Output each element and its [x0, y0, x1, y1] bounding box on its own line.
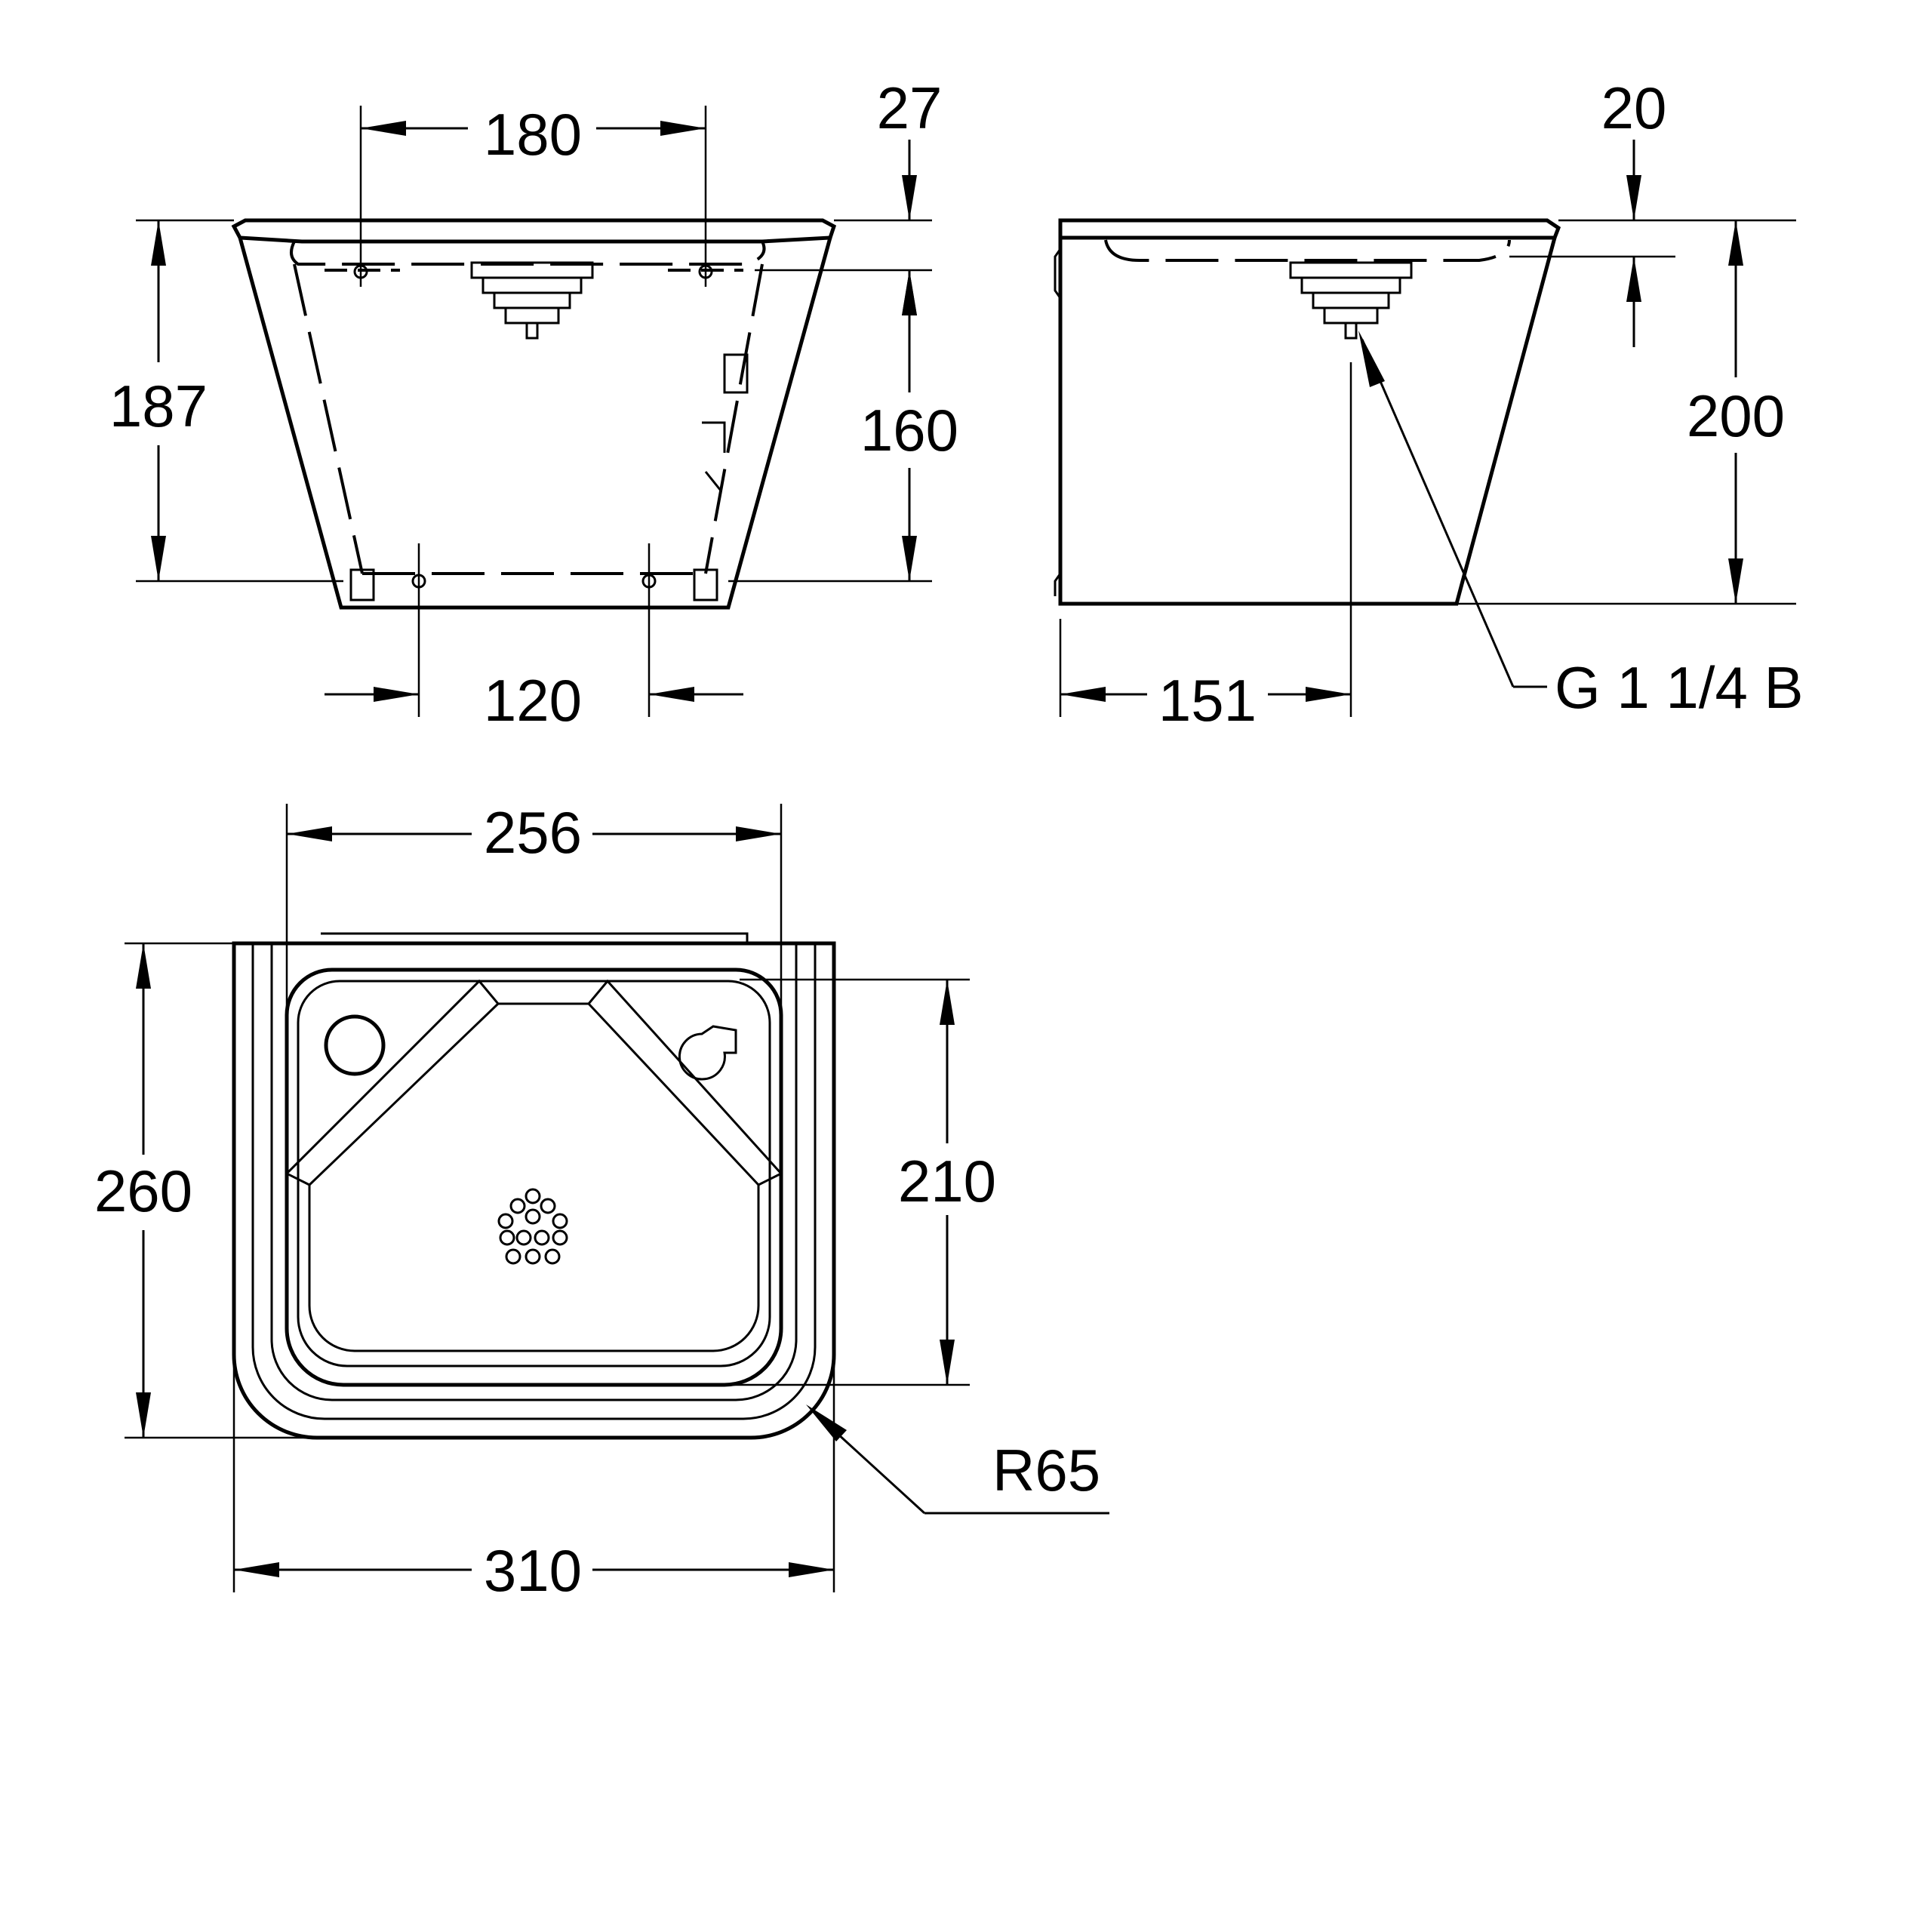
dim-side-rim: 20: [1601, 75, 1667, 141]
dim-plan-width: 310: [484, 1537, 582, 1604]
dim-plan-depth: 260: [94, 1158, 192, 1224]
dim-plan-inner-depth: 210: [898, 1148, 996, 1214]
dim-front-rim-height: 27: [877, 75, 943, 141]
corner-radius-label: R65: [992, 1437, 1100, 1503]
outlet-thread-label: G 1 1/4 B: [1555, 654, 1804, 721]
dim-plan-inner-width: 256: [484, 799, 582, 866]
front-view: 180 27 187 160 120: [109, 75, 958, 734]
dim-front-total-height: 187: [109, 373, 208, 439]
dim-front-top-width: 180: [484, 101, 582, 168]
plan-view: 256 260 210 310 R65: [94, 799, 1109, 1604]
dim-front-bottom-spacing: 120: [484, 667, 582, 734]
dim-side-height: 200: [1687, 383, 1785, 449]
side-view: 20 200 151 G 1 1/4 B: [1054, 75, 1804, 734]
dim-front-inner-height: 160: [860, 397, 958, 463]
dim-side-depth: 151: [1158, 667, 1257, 734]
